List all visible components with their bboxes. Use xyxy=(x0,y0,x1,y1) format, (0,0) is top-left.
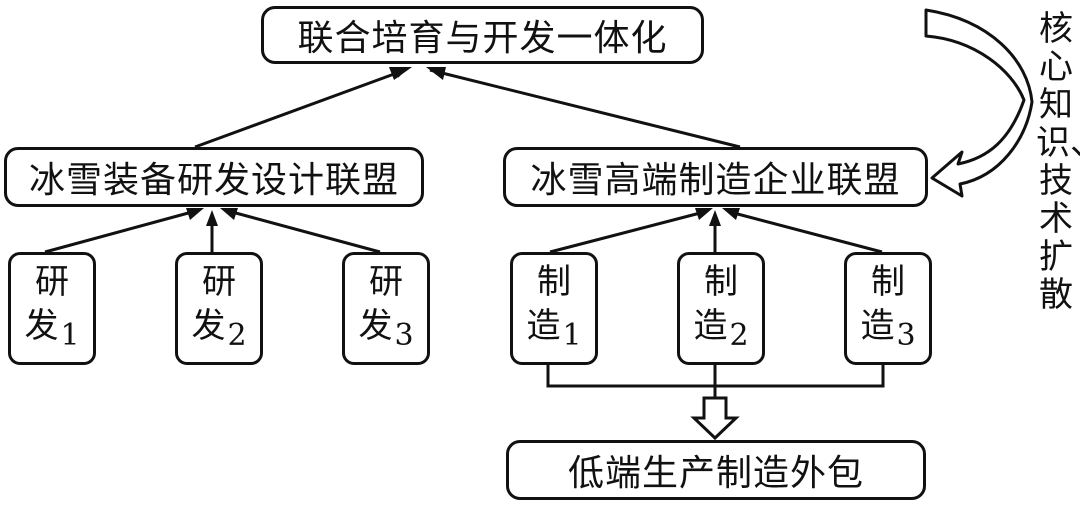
rd-node-2-line2: 发2 xyxy=(191,304,246,358)
mfg-node-2-line2: 造2 xyxy=(693,304,748,358)
integration-node: 联合培育与开发一体化 xyxy=(261,6,704,64)
arrowhead-rd1 xyxy=(186,208,204,220)
rd-node-2-char2: 发 xyxy=(191,305,226,346)
mfg-node-3-line2: 造3 xyxy=(860,304,915,358)
mfg-node-2-index: 2 xyxy=(729,317,749,353)
mfg-node-2-char2: 造 xyxy=(693,305,728,346)
mfg-node-1-char2: 造 xyxy=(526,305,561,346)
mfg-node-3: 制 造3 xyxy=(844,252,932,365)
arrowhead-mfg1 xyxy=(695,208,713,220)
rd-node-1-char1: 研 xyxy=(35,261,69,302)
rd-node-1: 研 发1 xyxy=(8,252,96,365)
mfg-node-1-line2: 造1 xyxy=(526,304,581,358)
arrow-mfg-alliance-to-top xyxy=(429,68,741,149)
mfg-node-3-char1: 制 xyxy=(871,261,905,302)
hollow-down-arrow-icon xyxy=(690,396,740,441)
arrowhead-top-left xyxy=(389,67,412,80)
mfg-node-1-char1: 制 xyxy=(537,261,571,302)
diffusion-annotation: 核心知识、技术扩散 xyxy=(1036,9,1080,315)
rd-node-3-index: 3 xyxy=(394,317,414,353)
mfg-alliance-node: 冰雪高端制造企业联盟 xyxy=(503,147,928,207)
rd-node-2-index: 2 xyxy=(227,317,247,353)
rd-node-3-char2: 发 xyxy=(358,305,393,346)
rd-node-1-index: 1 xyxy=(60,317,80,353)
rd-node-3-char1: 研 xyxy=(369,261,403,302)
rd-node-3: 研 发3 xyxy=(342,252,430,365)
rd-node-1-char2: 发 xyxy=(24,305,59,346)
arrow-mfg1 xyxy=(549,210,705,254)
arrowhead-rd3 xyxy=(220,208,238,220)
rd-node-3-line2: 发3 xyxy=(358,304,413,358)
mfg-node-3-char2: 造 xyxy=(860,305,895,346)
outsource-node-label: 低端生产制造外包 xyxy=(567,453,864,494)
rd-node-2-char1: 研 xyxy=(202,261,236,302)
mfg-node-1: 制 造1 xyxy=(510,252,598,365)
arrow-rd-alliance-to-top xyxy=(194,68,406,149)
arrowhead-top-right xyxy=(426,67,446,80)
arrowhead-mfg3 xyxy=(722,208,740,220)
arrow-rd3 xyxy=(231,210,381,254)
rd-alliance-node: 冰雪装备研发设计联盟 xyxy=(4,147,424,207)
rd-node-1-line2: 发1 xyxy=(24,304,79,358)
arrow-mfg3 xyxy=(729,210,883,254)
arrowhead-mfg2 xyxy=(709,210,721,226)
mfg-node-2: 制 造2 xyxy=(677,252,765,365)
rd-node-2: 研 发2 xyxy=(175,252,263,365)
curved-diffusion-arrow-icon xyxy=(924,8,1034,198)
rd-alliance-label: 冰雪装备研发设计联盟 xyxy=(28,160,399,201)
mfg-node-1-index: 1 xyxy=(562,317,582,353)
arrowhead-rd2 xyxy=(206,210,218,226)
arrow-rd1 xyxy=(44,210,193,254)
mfg-alliance-label: 冰雪高端制造企业联盟 xyxy=(530,160,901,201)
mfg-node-3-index: 3 xyxy=(896,317,916,353)
mfg-node-2-char1: 制 xyxy=(704,261,738,302)
outsource-node: 低端生产制造外包 xyxy=(506,440,926,500)
integration-node-label: 联合培育与开发一体化 xyxy=(297,18,668,59)
